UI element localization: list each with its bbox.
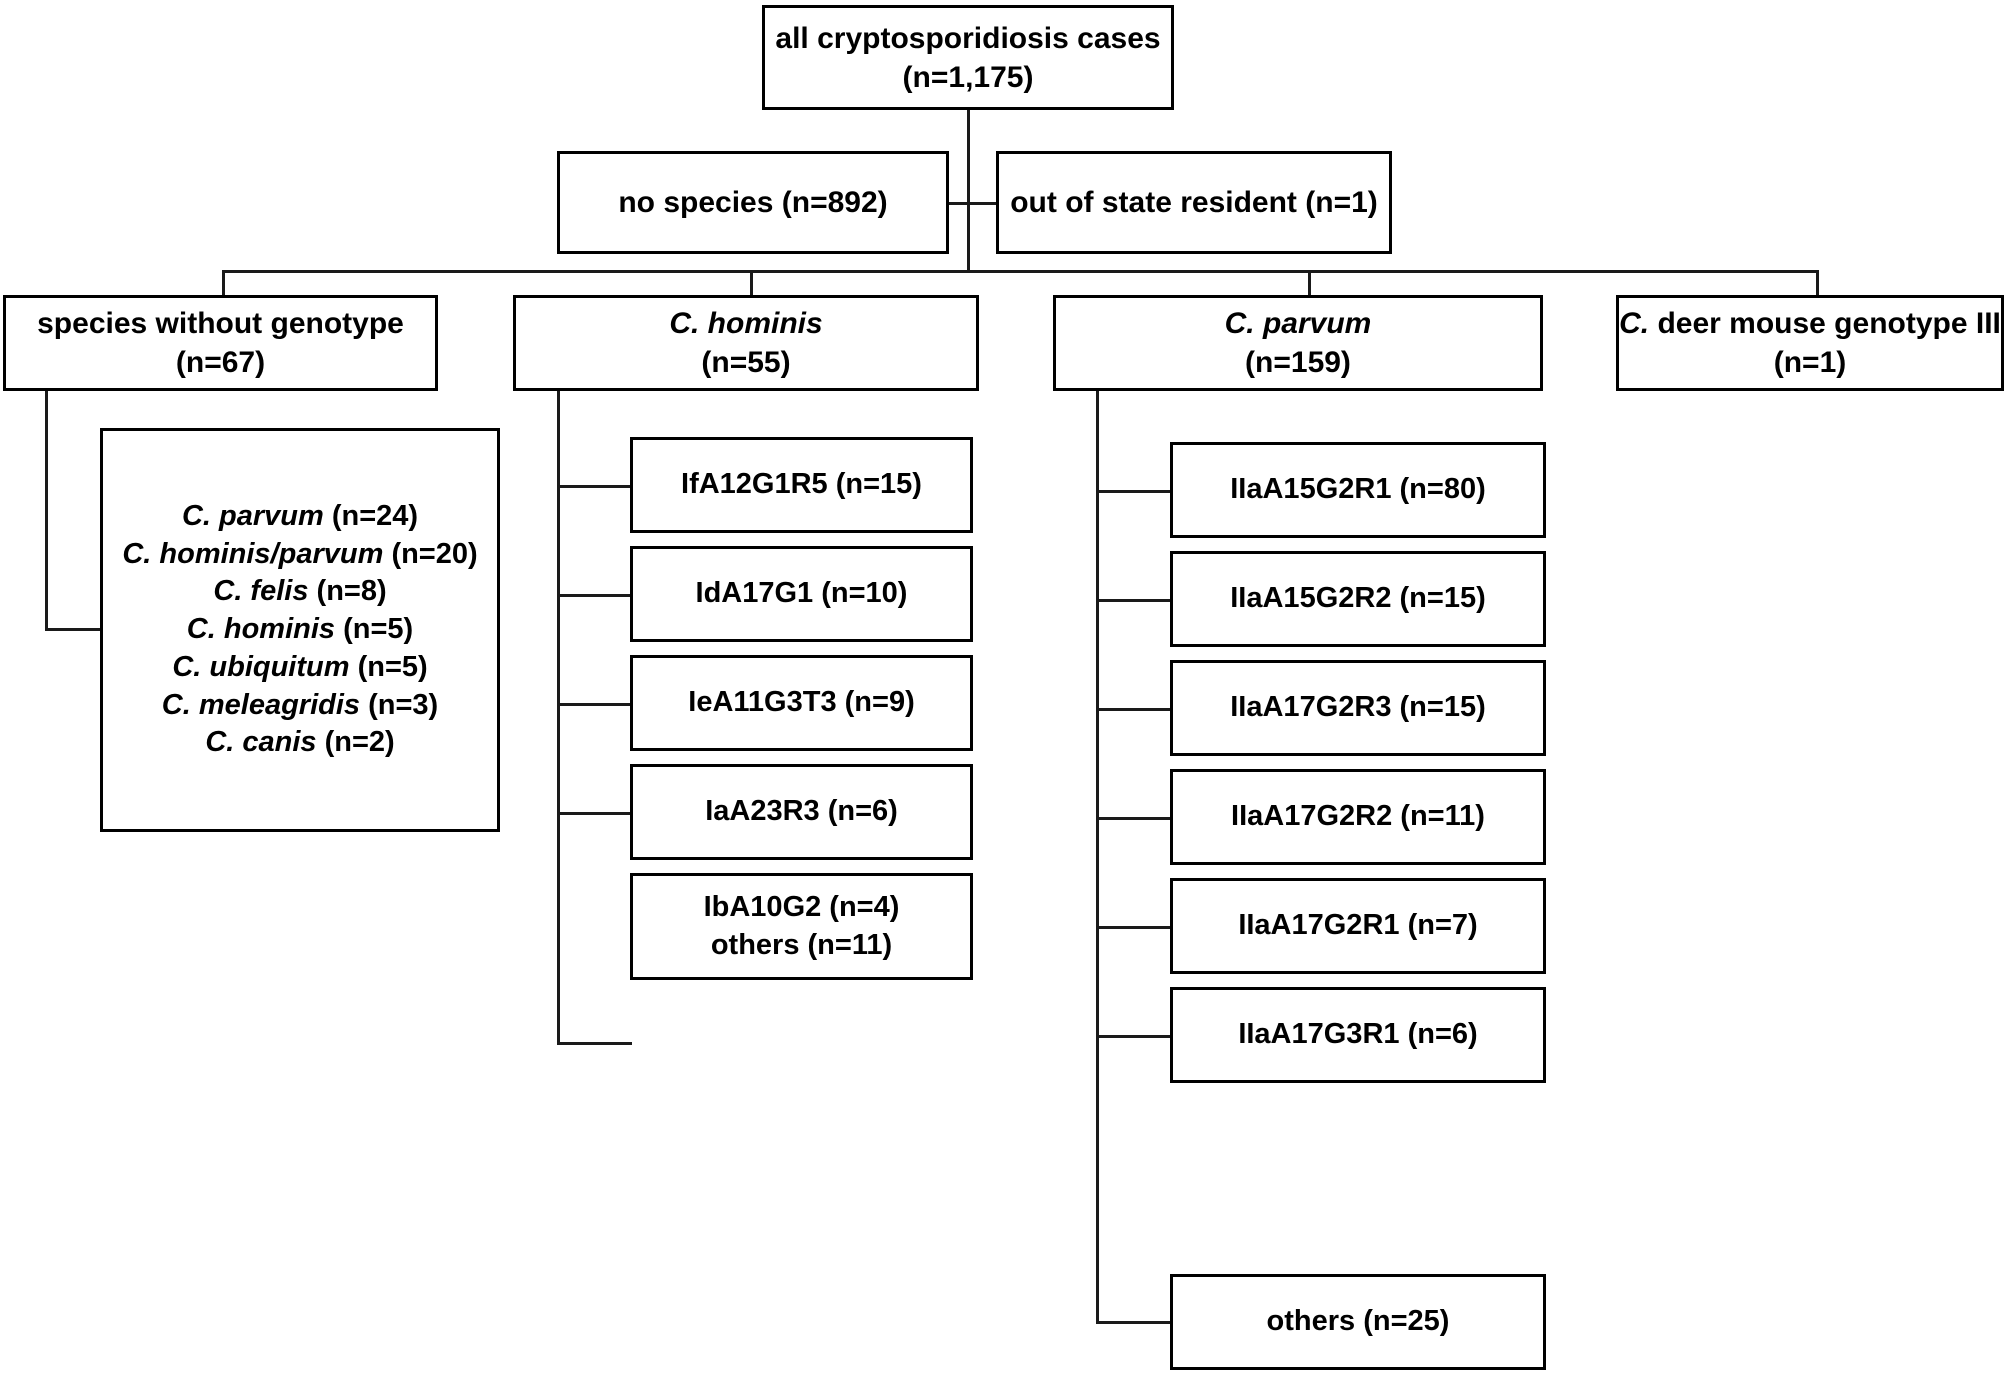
connector-root-stem: [967, 109, 970, 272]
species-count: (n=5): [357, 650, 428, 683]
species-count: (n=5): [343, 613, 414, 646]
parvum-subtype-label: IIaA17G2R2 (n=11): [1231, 800, 1485, 833]
hominis-subtype-label: IfA12G1R5 (n=15): [681, 468, 922, 501]
list-item: C. hominis/parvum (n=20): [122, 536, 477, 574]
connector-hominis-stub-4: [557, 812, 632, 815]
node-all-cases[interactable]: all cryptosporidiosis cases (n=1,175): [762, 5, 1174, 110]
connector-parvum-stub-3: [1096, 708, 1172, 711]
species-taxon: C. hominis: [186, 613, 336, 646]
node-c-parvum[interactable]: C. parvum (n=159): [1053, 295, 1543, 391]
c-parvum-count: (n=159): [1245, 346, 1351, 379]
connector-hominis-stub-5: [557, 1042, 632, 1045]
connector-drop-species-without-genotype: [222, 270, 225, 297]
c-deer-mouse-genus: C.: [1619, 307, 1650, 340]
species-count: (n=8): [316, 575, 387, 608]
connector-species-list-trunk: [45, 388, 48, 631]
node-hominis-subtype-5[interactable]: IbA10G2 (n=4) others (n=11): [630, 873, 973, 980]
connector-parvum-stub-5: [1096, 926, 1172, 929]
node-species-without-genotype[interactable]: species without genotype (n=67): [3, 295, 438, 391]
hominis-subtype-label: IeA11G3T3 (n=9): [688, 686, 915, 719]
connector-hominis-stub-3: [557, 703, 632, 706]
hominis-subtype-others: others (n=11): [710, 928, 893, 961]
connector-parvum-stub-7: [1096, 1321, 1172, 1324]
species-count: (n=20): [391, 537, 478, 570]
parvum-subtype-label: IIaA17G2R3 (n=15): [1230, 691, 1486, 724]
species-count: (n=2): [324, 726, 395, 759]
c-hominis-count: (n=55): [701, 346, 791, 379]
hominis-subtype-label: IbA10G2 (n=4): [703, 890, 900, 923]
all-cases-count: (n=1,175): [902, 60, 1034, 94]
parvum-subtype-label: IIaA17G3R1 (n=6): [1238, 1018, 1478, 1051]
c-deer-mouse-label: C. deer mouse genotype III: [1619, 304, 2001, 343]
node-species-list[interactable]: C. parvum (n=24) C. hominis/parvum (n=20…: [100, 428, 500, 832]
connector-species-bar: [222, 270, 1816, 273]
node-parvum-subtype-1[interactable]: IIaA15G2R1 (n=80): [1170, 442, 1546, 538]
connector-hominis-stub-2: [557, 594, 632, 597]
connector-parvum-stub-6: [1096, 1035, 1172, 1038]
species-taxon: C. felis: [213, 575, 309, 608]
no-species-label: no species (n=892): [618, 186, 888, 219]
parvum-subtype-label: IIaA17G2R1 (n=7): [1238, 909, 1478, 942]
node-parvum-subtype-7[interactable]: others (n=25): [1170, 1274, 1546, 1370]
node-c-deer-mouse-genotype-iii[interactable]: C. deer mouse genotype III (n=1): [1616, 295, 2004, 391]
list-item: C. hominis (n=5): [187, 611, 413, 649]
connector-species-list-stub: [45, 628, 103, 631]
node-parvum-subtype-4[interactable]: IIaA17G2R2 (n=11): [1170, 769, 1546, 865]
c-deer-mouse-rest: deer mouse genotype III: [1649, 307, 2001, 340]
list-item: C. meleagridis (n=3): [162, 687, 438, 725]
connector-parvum-stub-2: [1096, 599, 1172, 602]
connector-drop-c-parvum: [1308, 270, 1311, 297]
node-parvum-subtype-2[interactable]: IIaA15G2R2 (n=15): [1170, 551, 1546, 647]
connector-drop-c-deer-mouse: [1816, 270, 1819, 297]
species-without-genotype-count: (n=67): [175, 346, 266, 379]
connector-parvum-trunk: [1096, 388, 1099, 1323]
species-taxon: C. canis: [205, 726, 317, 759]
all-cases-label: all cryptosporidiosis cases: [775, 21, 1161, 55]
connector-hominis-trunk: [557, 388, 560, 1045]
list-item: C. ubiquitum (n=5): [172, 649, 427, 687]
species-without-genotype-label: species without genotype: [37, 307, 404, 340]
node-parvum-subtype-5[interactable]: IIaA17G2R1 (n=7): [1170, 878, 1546, 974]
hominis-subtype-label: IdA17G1 (n=10): [695, 577, 908, 610]
list-item: C. felis (n=8): [213, 573, 386, 611]
connector-parvum-stub-1: [1096, 490, 1172, 493]
node-parvum-subtype-6[interactable]: IIaA17G3R1 (n=6): [1170, 987, 1546, 1083]
node-hominis-subtype-3[interactable]: IeA11G3T3 (n=9): [630, 655, 973, 751]
species-taxon: C. meleagridis: [161, 688, 361, 721]
species-count: (n=3): [368, 688, 439, 721]
node-hominis-subtype-1[interactable]: IfA12G1R5 (n=15): [630, 437, 973, 533]
connector-hominis-stub-1: [557, 485, 632, 488]
c-parvum-label: C. parvum: [1224, 307, 1372, 340]
list-item: C. canis (n=2): [205, 724, 394, 762]
node-parvum-subtype-3[interactable]: IIaA17G2R3 (n=15): [1170, 660, 1546, 756]
node-hominis-subtype-4[interactable]: IaA23R3 (n=6): [630, 764, 973, 860]
species-taxon: C. parvum: [181, 500, 324, 533]
species-taxon: C. hominis/parvum: [122, 537, 384, 570]
node-c-hominis[interactable]: C. hominis (n=55): [513, 295, 979, 391]
parvum-subtype-label: IIaA15G2R2 (n=15): [1230, 582, 1486, 615]
hominis-subtype-label: IaA23R3 (n=6): [705, 795, 898, 828]
connector-parvum-stub-4: [1096, 817, 1172, 820]
parvum-subtype-label: others (n=25): [1266, 1305, 1450, 1338]
c-hominis-label: C. hominis: [669, 307, 823, 340]
out-of-state-label: out of state resident (n=1): [1010, 186, 1378, 219]
parvum-subtype-label: IIaA15G2R1 (n=80): [1230, 473, 1486, 506]
connector-no-species-stub: [940, 202, 970, 205]
connector-out-of-state-stub: [967, 202, 998, 205]
node-out-of-state[interactable]: out of state resident (n=1): [996, 151, 1392, 254]
species-taxon: C. ubiquitum: [172, 650, 350, 683]
species-count: (n=24): [331, 500, 419, 533]
node-no-species[interactable]: no species (n=892): [557, 151, 949, 254]
list-item: C. parvum (n=24): [182, 498, 418, 536]
node-hominis-subtype-2[interactable]: IdA17G1 (n=10): [630, 546, 973, 642]
c-deer-mouse-count: (n=1): [1773, 346, 1847, 379]
connector-drop-c-hominis: [750, 270, 753, 297]
